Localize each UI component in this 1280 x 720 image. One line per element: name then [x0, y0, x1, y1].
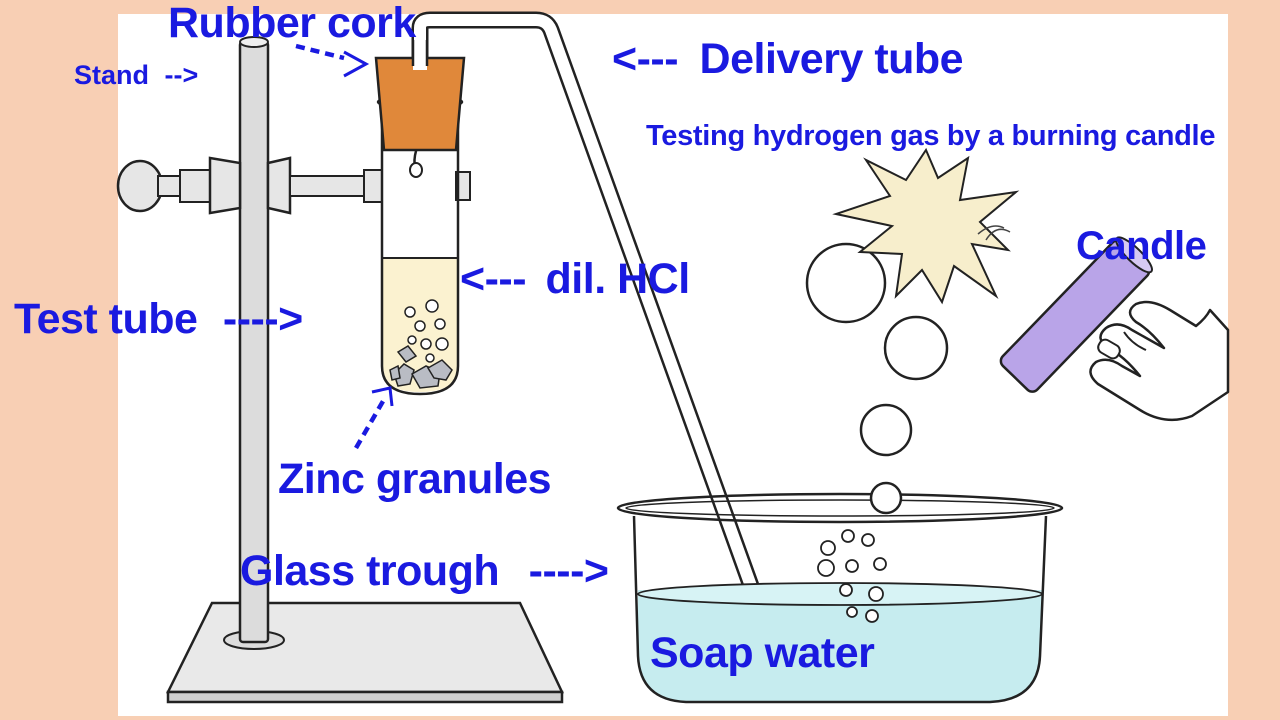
label-candle: Candle: [1076, 224, 1207, 268]
label-stand: Stand: [74, 60, 150, 90]
delivery-tube-arrow: <---: [612, 35, 679, 83]
clamp-knob: [116, 159, 164, 213]
test-tube: [376, 94, 464, 396]
test-tube-arrow: ---->: [222, 295, 303, 343]
label-zinc-granules: Zinc granules: [278, 455, 552, 503]
label-test-tube: Test tube: [14, 295, 198, 343]
soap-water: [638, 590, 1042, 702]
label-stand-row: Stand -->: [74, 62, 198, 89]
label-glass-trough-row: Glass trough ---->: [240, 550, 609, 593]
candle: [977, 225, 1153, 393]
hand: [1089, 300, 1230, 422]
dil-hcl-arrow: <---: [460, 255, 527, 303]
explosion-spark: [832, 147, 1020, 305]
rubber-cork-shape: [374, 40, 466, 152]
label-glass-trough: Glass trough: [240, 547, 500, 595]
glass-trough-arrow: ---->: [528, 547, 609, 595]
label-testing-hydrogen: Testing hydrogen gas by a burning candle: [646, 120, 1216, 152]
water-bubbles: [817, 529, 887, 623]
stand-arrow: -->: [164, 60, 199, 90]
hydrogen-bubbles: [805, 242, 949, 515]
label-delivery-tube-row: <--- Delivery tube: [612, 35, 964, 83]
label-soap-water: Soap water: [650, 629, 875, 677]
clamp: [116, 156, 471, 215]
rubber-cork-pointer: [295, 43, 345, 61]
zinc-granules: [389, 345, 453, 389]
label-dil-hcl-row: <--- dil. HCl: [460, 258, 690, 301]
label-delivery-tube: Delivery tube: [699, 35, 964, 83]
pointer-lines: [295, 43, 394, 450]
stand: [165, 36, 564, 704]
acid-bubbles: [404, 299, 449, 363]
label-test-tube-row: Test tube ---->: [14, 298, 303, 341]
label-rubber-cork: Rubber cork: [168, 0, 416, 47]
stand-base-side: [166, 690, 564, 704]
stand-base: [165, 601, 564, 694]
label-dil-hcl: dil. HCl: [545, 255, 691, 303]
zinc-pointer: [354, 394, 388, 450]
glass-trough: [616, 492, 1064, 704]
